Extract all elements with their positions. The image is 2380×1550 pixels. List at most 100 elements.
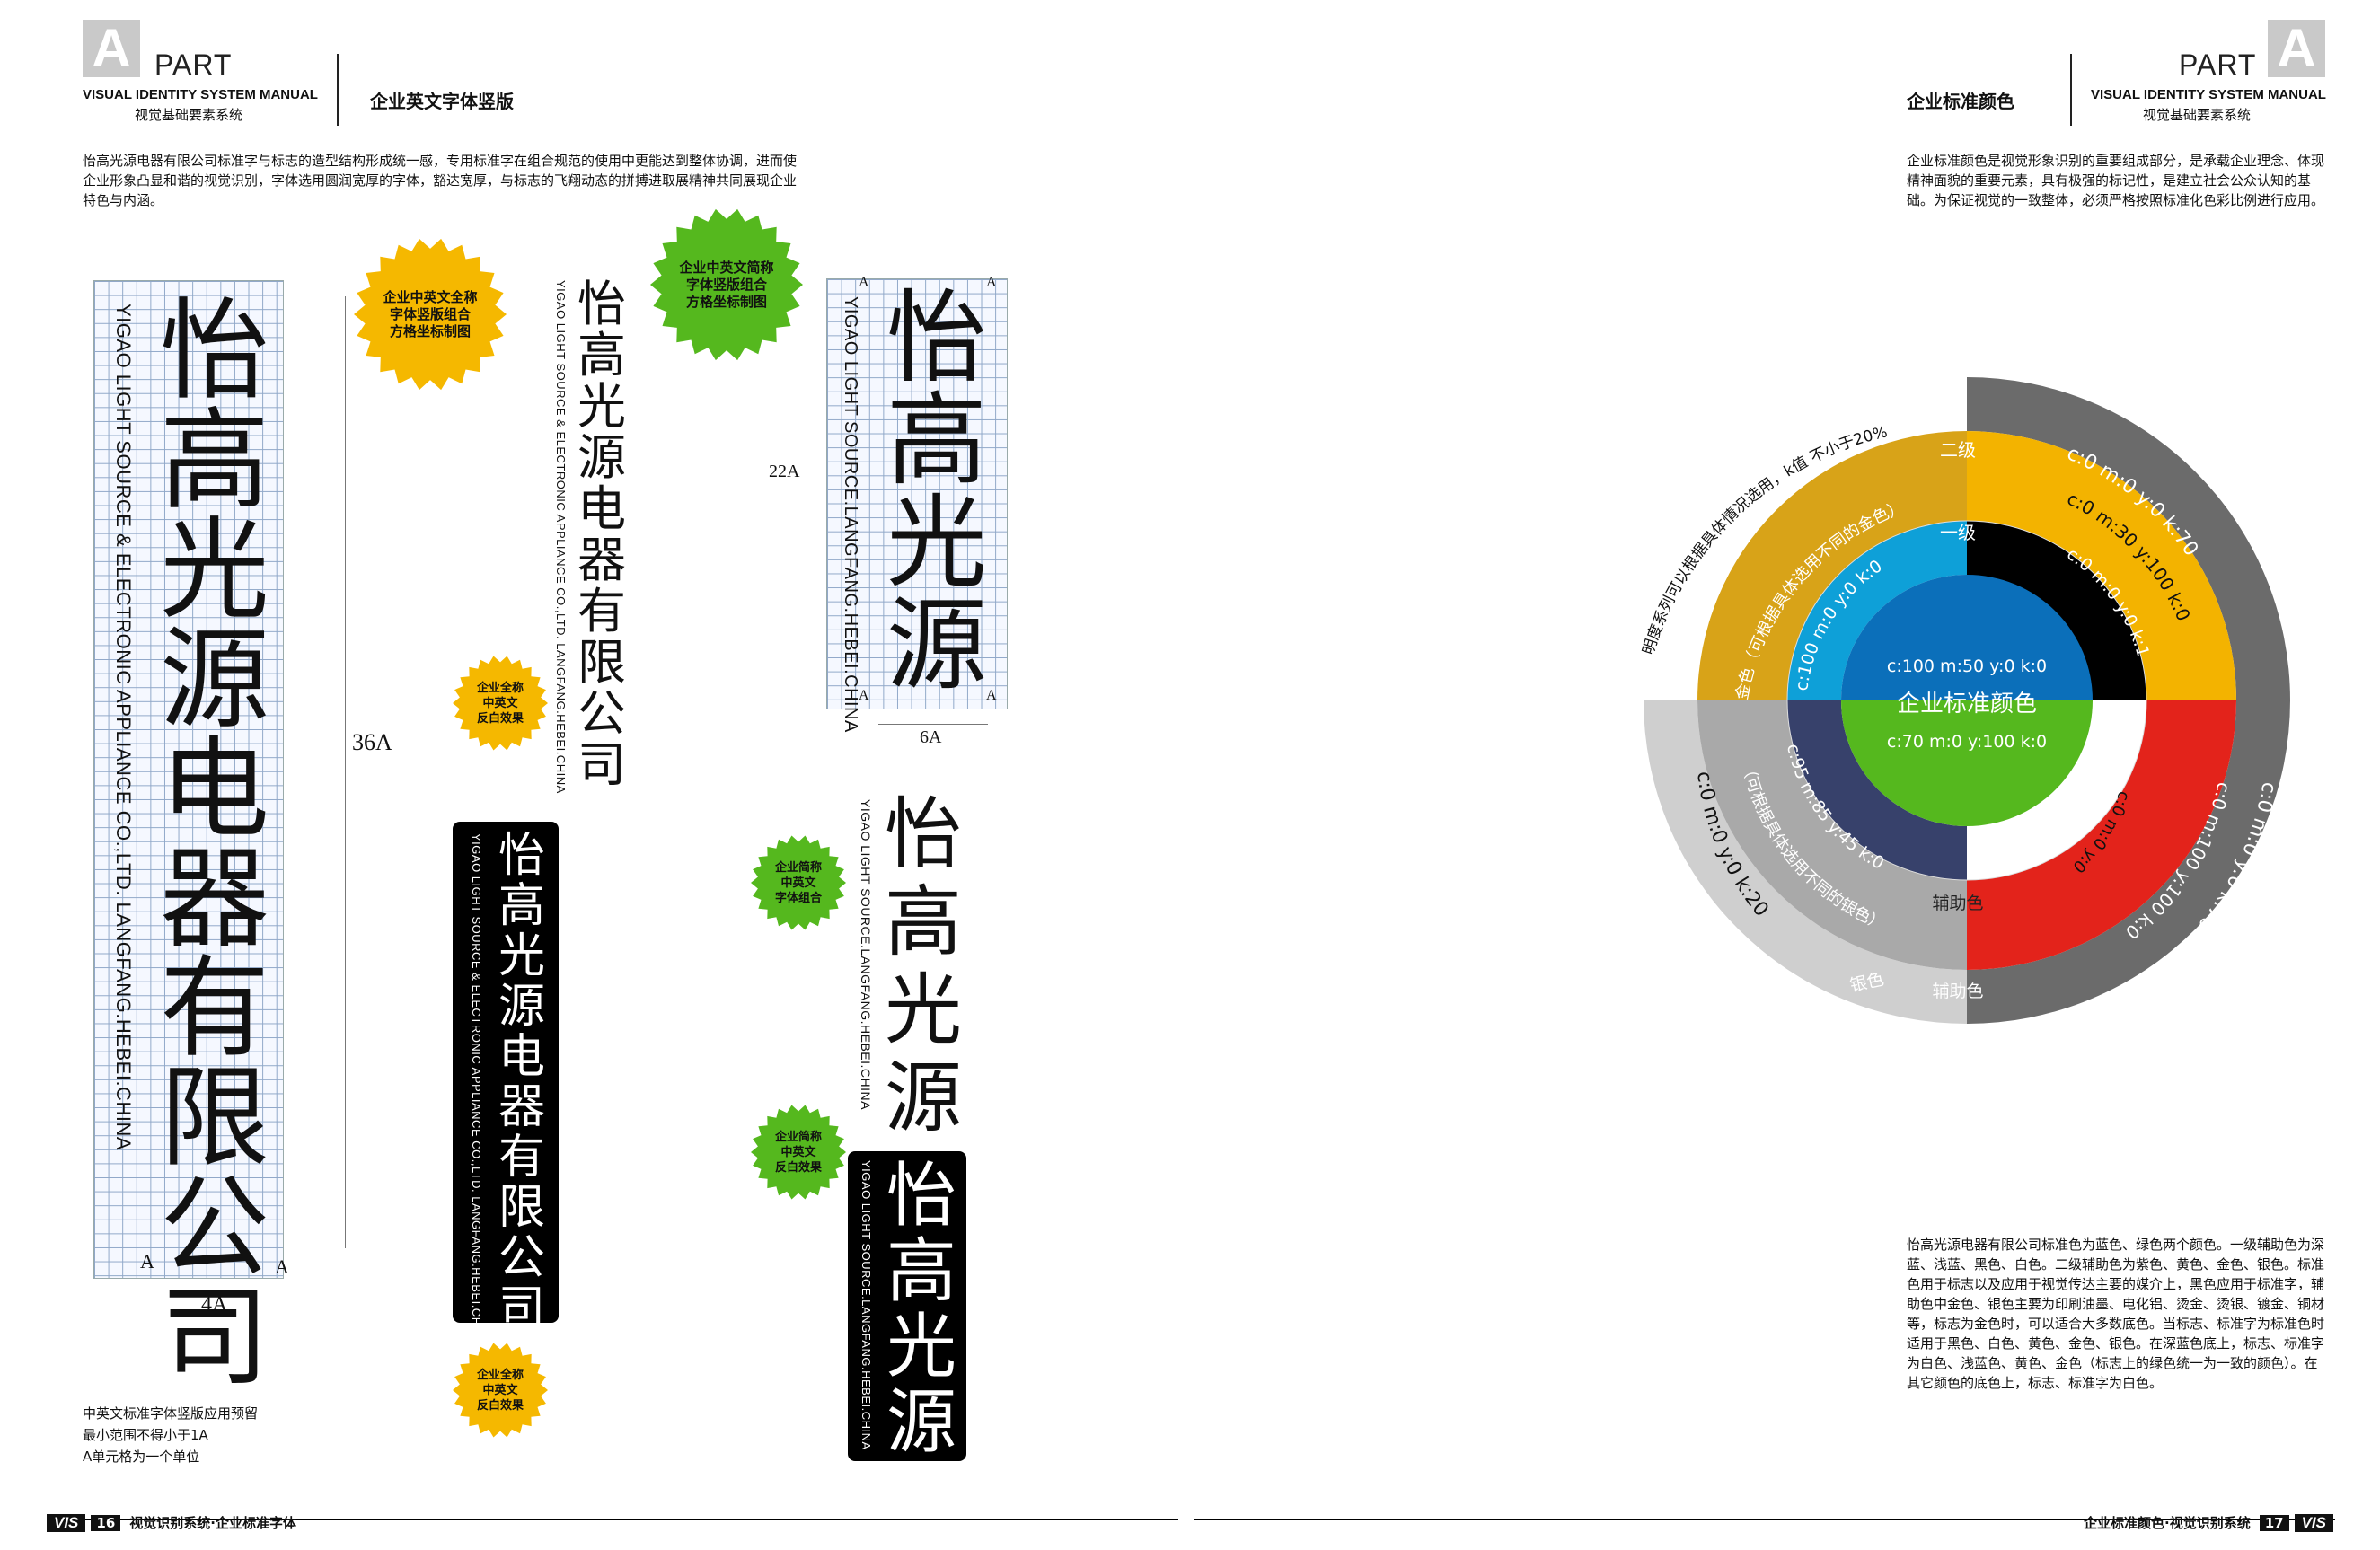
cyan-segment (1787, 521, 1967, 700)
badge-full-reverse-1: 企业全称 中英文 反白效果 (453, 656, 548, 751)
full-name-cn-reverse: 怡高光源电器有限公司 (490, 831, 553, 1334)
cjk-char: 源 (498, 980, 545, 1034)
short-name-en-grid: YIGAO LIGHT SOURCE.LANGFANG.HEBEI.CHINA (841, 296, 860, 733)
starburst-shape (354, 238, 507, 391)
cjk-char: 高 (885, 877, 962, 967)
height-guide (345, 296, 346, 1248)
grid-unit-a: A (275, 1255, 289, 1278)
manual-title-en: VISUAL IDENTITY SYSTEM MANUAL (2091, 87, 2326, 102)
dimension-label-width: 4A (201, 1293, 228, 1317)
gray70-ring-bottom (1967, 700, 2290, 1024)
short-name-cn-grid: 怡高光源 (878, 287, 995, 697)
cjk-char: 公 (498, 1231, 545, 1285)
badge-short-reverse: 企业简称 中英文 反白效果 (751, 1105, 846, 1200)
badge-full-grid: 企业中英文全称 字体竖版组合 方格坐标制图 (354, 238, 507, 391)
gray70-ring-top (1967, 377, 2290, 700)
cjk-char: 公 (160, 1164, 269, 1291)
badge-short-grid: 企业中英文简称 字体竖版组合 方格坐标制图 (650, 208, 803, 361)
cjk-char: 器 (498, 1080, 545, 1134)
full-name-cn-chars: 怡高光源电器有限公司 (154, 296, 275, 1392)
short-name-grid (826, 278, 1008, 709)
usage-note-line: 中英文标准字体竖版应用预留 (83, 1405, 259, 1422)
cjk-char: 电 (498, 1030, 545, 1084)
grid-unit-a: A (986, 275, 997, 290)
dimension-label-height: 36A (352, 729, 392, 755)
badge-full-reverse-2: 企业全称 中英文 反白效果 (453, 1343, 548, 1438)
usage-note: 中英文标准字体竖版应用预留 最小范围不得小于1A A单元格为一个单位 (83, 1403, 258, 1467)
header-divider (337, 54, 339, 126)
gold-ring-left (1697, 431, 1967, 700)
grid-unit-a: A (986, 688, 997, 703)
vis-tag: VIS (2294, 1513, 2333, 1532)
cjk-char: 公 (577, 685, 626, 742)
wheel-segments (1644, 377, 2290, 1024)
gray20-ring (1644, 700, 1967, 1024)
full-name-en-plain: YIGAO LIGHT SOURCE & ELECTRONIC APPLIANC… (554, 280, 568, 794)
footer-text: 企业标准颜色·视觉识别系统 (2084, 1515, 2251, 1531)
badge-full-reverse-label: 企业全称 中英文 反白效果 (476, 1368, 524, 1413)
short-name-en-plain: YIGAO LIGHT SOURCE.LANGFANG.HEBEI.CHINA (859, 799, 873, 1110)
cjk-char: 有 (577, 583, 626, 639)
badge-short-combo: 企业简称 中英文 字体组合 (751, 835, 846, 930)
cjk-char: 源 (885, 1053, 962, 1143)
cjk-char: 高 (498, 879, 545, 933)
cjk-char: 器 (160, 835, 269, 963)
wheel-outline (1786, 520, 2147, 881)
cjk-char: 源 (577, 429, 626, 486)
full-name-cn-plain: 怡高光源电器有限公司 (575, 278, 629, 790)
footer-rule (1194, 1519, 2335, 1520)
silver-ring (1697, 700, 1967, 970)
cjk-char: 高 (886, 383, 987, 499)
cjk-char: 高 (577, 327, 626, 383)
badge-full-grid-label: 企业中英文全称 字体竖版组合 方格坐标制图 (383, 288, 478, 339)
cjk-char: 高 (160, 397, 269, 524)
badge-short-grid-label: 企业中英文简称 字体竖版组合 方格坐标制图 (679, 259, 774, 310)
width-guide (878, 724, 988, 725)
part-letter-badge: A (83, 20, 140, 77)
short-name-reverse-panel (848, 1151, 966, 1461)
usage-note-line: A单元格为一个单位 (83, 1449, 200, 1465)
cjk-char: 怡 (160, 287, 269, 415)
manual-title-cn: 视觉基础要素系统 (135, 107, 243, 123)
cjk-char: 光 (886, 485, 987, 602)
navy-segment (1787, 700, 1967, 880)
cjk-char: 有 (160, 945, 269, 1072)
cjk-char: 高 (886, 1231, 956, 1312)
badge-full-reverse-label: 企业全称 中英文 反白效果 (476, 681, 524, 726)
header-divider (2070, 54, 2072, 126)
page-title: 企业英文字体竖版 (370, 91, 514, 112)
level2-label: 二级 (1940, 439, 1976, 461)
blue-core (1841, 575, 2093, 700)
starburst-shape (453, 656, 548, 751)
intro-paragraph: 怡高光源电器有限公司标准字与标志的造型结构形成统一感，专用标准字在组合规范的使用… (83, 153, 798, 208)
short-name-cn-reverse: 怡高光源 (880, 1158, 963, 1460)
white-segment (1967, 700, 2146, 880)
green-core (1841, 700, 2093, 826)
full-name-en-grid: YIGAO LIGHT SOURCE & ELECTRONIC APPLIANC… (112, 304, 135, 1150)
footer-right: 企业标准颜色·视觉识别系统 17 VIS (2084, 1513, 2333, 1532)
cjk-char: 电 (160, 726, 269, 853)
badge-short-reverse-label: 企业简称 中英文 反白效果 (774, 1130, 822, 1175)
cjk-char: 限 (498, 1181, 545, 1235)
cjk-char: 源 (886, 587, 987, 704)
cjk-char: 源 (160, 616, 269, 744)
footer-text: 视觉识别系统·企业标准字体 (129, 1515, 296, 1531)
cjk-char: 光 (577, 378, 626, 435)
green-cmyk-label: c:70 m:0 y:100 k:0 (1887, 732, 2047, 752)
starburst-shape (751, 1105, 846, 1200)
part-word: PART (154, 48, 233, 81)
cjk-char: 光 (885, 965, 962, 1055)
cjk-char: 怡 (885, 789, 962, 879)
color-description: 怡高光源电器有限公司标准色为蓝色、绿色两个颜色。一级辅助色为深蓝、浅蓝、黑色、白… (1907, 1237, 2325, 1391)
cjk-char: 怡 (886, 280, 987, 397)
vis-tag: VIS (47, 1513, 86, 1532)
aux-color-label-2: 辅助色 (1932, 982, 1983, 1001)
starburst-shape (650, 208, 803, 361)
aux-color-label: 辅助色 (1932, 894, 1983, 913)
dimension-label-height: 22A (769, 462, 800, 481)
full-name-cn-grid: 怡高光源电器有限公司 (154, 296, 275, 1392)
cjk-char: 怡 (577, 276, 626, 332)
page-number: 17 (2259, 1514, 2289, 1531)
full-name-en-reverse: YIGAO LIGHT SOURCE & ELECTRONIC APPLIANC… (470, 833, 483, 1347)
